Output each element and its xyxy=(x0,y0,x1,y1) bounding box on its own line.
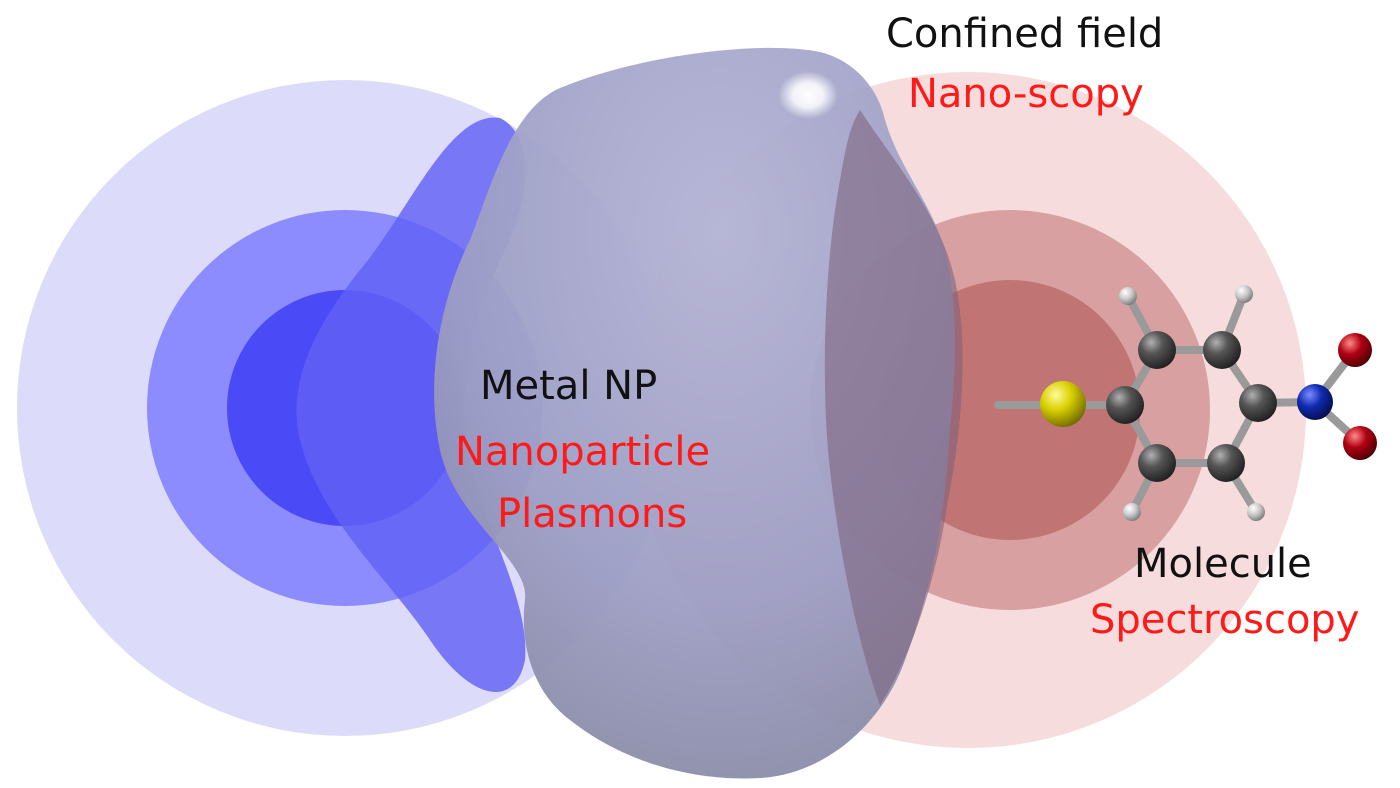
hydrogen-atom xyxy=(1247,503,1265,521)
molecule-model xyxy=(994,285,1377,521)
carbon-atom xyxy=(1207,444,1245,482)
oxygen-atom xyxy=(1338,333,1372,367)
hydrogen-atom xyxy=(1235,285,1253,303)
hydrogen-atom xyxy=(1123,503,1141,521)
nanoparticle-body xyxy=(434,47,955,779)
carbon-atom xyxy=(1203,331,1241,369)
carbon-atom xyxy=(1239,384,1277,422)
metal-np-label: Metal NP xyxy=(480,363,658,409)
sulfur-atom xyxy=(1040,381,1086,427)
hydrogen-atom xyxy=(1119,287,1137,305)
carbon-atom xyxy=(1106,386,1144,424)
nano-scopy-label: Nano-scopy xyxy=(908,71,1144,117)
nanoparticle-highlight xyxy=(778,71,838,119)
confined-field-label: Confined field xyxy=(886,11,1164,57)
plasmons-label: Plasmons xyxy=(497,491,688,537)
molecule-label: Molecule xyxy=(1134,541,1312,587)
carbon-atom xyxy=(1138,331,1176,369)
oxygen-atom xyxy=(1343,426,1377,460)
nitrogen-atom xyxy=(1297,384,1333,420)
spectroscopy-label: Spectroscopy xyxy=(1090,597,1360,643)
nanoparticle-right-rim xyxy=(824,110,963,705)
nanoparticle-label: Nanoparticle xyxy=(455,429,711,475)
carbon-atom xyxy=(1138,444,1176,482)
